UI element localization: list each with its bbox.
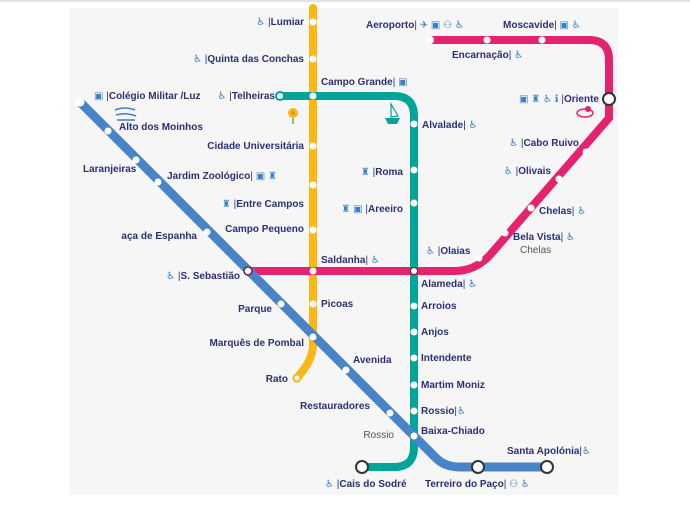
red-line[interactable] — [248, 36, 613, 275]
station-areeiro[interactable]: ♜ ▣ |Areeiro — [341, 204, 403, 215]
station-entre[interactable]: ♜ |Entre Campos — [222, 199, 305, 210]
station-rossio[interactable]: Rossio|♿ — [421, 406, 466, 417]
yellow-line[interactable] — [293, 4, 317, 382]
station-colegio[interactable]: ▣ |Colégio Militar /Luz — [94, 91, 201, 102]
station-bela-vista[interactable]: Bela Vista| ♿ — [513, 232, 575, 243]
station-martim[interactable]: Martim Moniz — [421, 380, 485, 391]
station-aeroporto[interactable]: Aeroporto| ✈ ▣ ⚇ ♿ — [366, 20, 464, 31]
alto-dos-moinhos-bird-logo — [114, 107, 137, 121]
station-alvalade[interactable]: Alvalade| ♿ — [422, 120, 478, 131]
green-line[interactable] — [280, 92, 418, 471]
station-cidade[interactable]: Cidade Universitária — [207, 141, 304, 152]
station-olaias[interactable]: ♿ |Olaias — [426, 246, 471, 257]
station-avenida[interactable]: Avenida — [353, 355, 392, 366]
station-restauradores[interactable]: Restauradores — [300, 401, 370, 412]
station-espanha[interactable]: aça de Espanha — [121, 231, 197, 242]
station-olivais[interactable]: ♿ |Olivais — [504, 166, 552, 177]
labels: ♿ |Lumiar ♿ |Quinta das Conchas ♿ |Telhe… — [83, 17, 599, 490]
station-laranjeiras[interactable]: Laranjeiras — [83, 164, 137, 175]
station-dots — [75, 18, 616, 474]
station-quinta[interactable]: ♿ |Quinta das Conchas — [193, 54, 304, 65]
station-apolonia[interactable]: Santa Apolónia|♿ — [507, 446, 591, 457]
sunflower-icon — [288, 108, 298, 124]
station-saldanha[interactable]: Saldanha| ♿ — [321, 255, 380, 266]
station-cais[interactable]: ♿ |Cais do Sodré — [325, 479, 407, 490]
station-marques[interactable]: Marquês de Pombal — [210, 338, 305, 349]
oriente-logo-icon — [576, 106, 594, 118]
station-oriente[interactable]: ▣ ♜ ♿ ℹ |Oriente — [519, 94, 599, 105]
station-moscavide[interactable]: Moscavide| ▣ ♿ — [503, 20, 581, 31]
blue-line[interactable] — [76, 98, 547, 472]
station-lumiar[interactable]: ♿ |Lumiar — [256, 17, 304, 28]
station-anjos[interactable]: Anjos — [421, 327, 449, 338]
station-cabo[interactable]: ♿ |Cabo Ruivo — [509, 138, 579, 149]
station-alameda[interactable]: Alameda| ♿ — [421, 279, 477, 290]
station-telheiras[interactable]: ♿ |Telheiras — [217, 91, 275, 102]
station-parque[interactable]: Parque — [238, 304, 272, 315]
station-picoas[interactable]: Picoas — [321, 299, 354, 310]
map-background — [70, 8, 618, 495]
ship-icon — [385, 101, 400, 124]
station-intendente[interactable]: Intendente — [421, 353, 472, 364]
station-arroios[interactable]: Arroios — [421, 301, 457, 312]
station-rato[interactable]: Rato — [266, 374, 288, 385]
station-pequeno[interactable]: Campo Pequeno — [225, 224, 304, 235]
station-baixa[interactable]: Baixa-Chiado — [421, 426, 485, 437]
station-bela-vista-sub: Chelas — [520, 245, 551, 256]
station-encarnacao[interactable]: Encarnação| ♿ — [452, 50, 523, 61]
station-alto[interactable]: Alto dos Moinhos — [119, 122, 203, 133]
station-sebastiao[interactable]: ♿ |S. Sebastião — [166, 271, 240, 282]
station-grande[interactable]: Campo Grande| ▣ — [321, 77, 408, 88]
station-roma[interactable]: ♜ |Roma — [361, 167, 404, 178]
top-border — [0, 0, 690, 2]
station-chelas[interactable]: Chelas| ♿ — [539, 206, 586, 217]
station-terreiro[interactable]: Terreiro do Paço| ⚇ ♿ — [425, 479, 530, 490]
station-rossio-blue[interactable]: Rossio — [363, 430, 394, 441]
station-jardim[interactable]: Jardim Zoológico| ▣ ♜ — [167, 171, 277, 182]
